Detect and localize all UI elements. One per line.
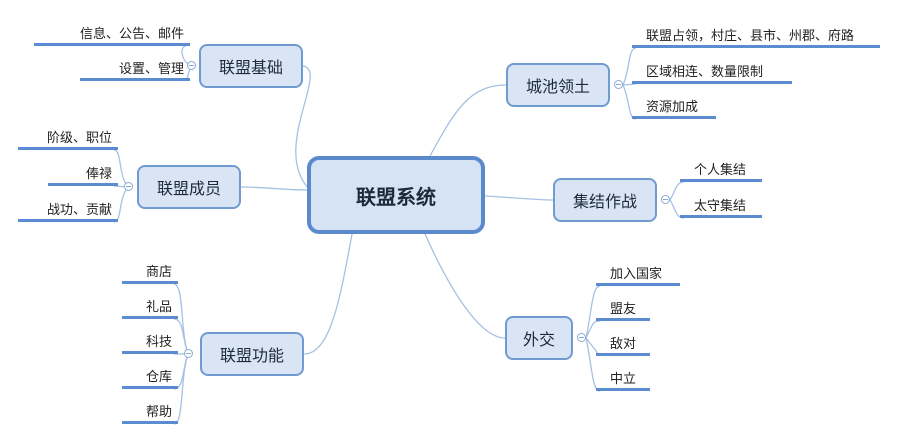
leaf-label: 资源加成 <box>646 100 699 115</box>
branch-label-functions: 联盟功能 <box>219 346 284 365</box>
leaf-label: 商店 <box>145 265 172 280</box>
leaf-rally-1[interactable]: 太守集结 <box>680 194 762 218</box>
branch-node-functions[interactable]: 联盟功能 <box>200 332 304 376</box>
collapse-toggle-icon[interactable] <box>661 195 670 204</box>
root-node[interactable]: 联盟系统 <box>307 156 485 234</box>
connector-root-to-foundation <box>295 65 311 191</box>
leaf-members-1[interactable]: 俸禄 <box>48 162 118 186</box>
leaf-functions-4[interactable]: 帮助 <box>122 400 178 424</box>
connector-rally-leaf-0 <box>669 181 685 201</box>
leaf-functions-1[interactable]: 礼品 <box>122 295 178 319</box>
branch-node-diplomacy[interactable]: 外交 <box>505 316 573 360</box>
connector-root-to-functions <box>303 233 353 355</box>
leaf-foundation-0[interactable]: 信息、公告、邮件 <box>34 22 190 46</box>
leaf-label: 信息、公告、邮件 <box>79 27 184 42</box>
leaf-label: 帮助 <box>145 405 172 420</box>
connector-root-to-territory <box>429 84 507 157</box>
branch-label-diplomacy: 外交 <box>522 330 555 349</box>
branch-node-members[interactable]: 联盟成员 <box>137 165 241 209</box>
leaf-label: 联盟占领，村庄、县市、州郡、府路 <box>646 29 855 44</box>
branch-label-territory: 城池领土 <box>525 77 590 96</box>
leaf-label: 中立 <box>610 372 637 387</box>
leaf-functions-2[interactable]: 科技 <box>122 330 178 354</box>
branch-node-territory[interactable]: 城池领土 <box>506 63 610 107</box>
leaf-label: 科技 <box>145 335 172 350</box>
leaf-diplomacy-3[interactable]: 中立 <box>596 367 650 391</box>
leaf-label: 俸禄 <box>85 167 112 182</box>
connector-root-to-members <box>240 186 308 191</box>
leaf-label: 加入国家 <box>610 267 663 282</box>
leaf-label: 战功、贡献 <box>46 203 112 218</box>
connector-root-to-rally <box>484 195 554 201</box>
branch-node-foundation[interactable]: 联盟基础 <box>199 44 303 88</box>
leaf-functions-3[interactable]: 仓库 <box>122 365 178 389</box>
leaf-rally-0[interactable]: 个人集结 <box>680 158 762 182</box>
leaf-members-0[interactable]: 阶级、职位 <box>18 126 118 150</box>
collapse-toggle-icon[interactable] <box>614 80 623 89</box>
leaf-members-2[interactable]: 战功、贡献 <box>18 198 118 222</box>
leaf-territory-0[interactable]: 联盟占领，村庄、县市、州郡、府路 <box>632 24 880 48</box>
branch-label-members: 联盟成员 <box>156 179 221 198</box>
leaf-foundation-1[interactable]: 设置、管理 <box>80 57 190 81</box>
leaf-territory-2[interactable]: 资源加成 <box>632 95 716 119</box>
collapse-toggle-icon[interactable] <box>184 349 193 358</box>
leaf-label: 仓库 <box>145 370 172 385</box>
leaf-label: 敌对 <box>610 337 637 352</box>
leaf-functions-0[interactable]: 商店 <box>122 260 178 284</box>
branch-label-foundation: 联盟基础 <box>218 58 283 77</box>
leaf-diplomacy-0[interactable]: 加入国家 <box>596 262 680 286</box>
connector-root-to-diplomacy <box>424 233 506 339</box>
connector-territory-leaf-1 <box>622 83 637 86</box>
leaf-label: 个人集结 <box>694 163 747 178</box>
collapse-toggle-icon[interactable] <box>124 182 133 191</box>
collapse-toggle-icon[interactable] <box>187 61 196 70</box>
connector-diplomacy-leaf-1 <box>585 320 601 339</box>
collapse-toggle-icon[interactable] <box>577 333 586 342</box>
connector-territory-leaf-0 <box>622 47 637 86</box>
root-label: 联盟系统 <box>356 184 436 209</box>
leaf-territory-1[interactable]: 区域相连、数量限制 <box>632 60 792 84</box>
leaf-label: 阶级、职位 <box>46 131 112 146</box>
leaf-label: 区域相连、数量限制 <box>646 65 764 80</box>
branch-node-rally[interactable]: 集结作战 <box>553 178 657 222</box>
leaf-diplomacy-2[interactable]: 敌对 <box>596 332 650 356</box>
leaf-label: 盟友 <box>610 302 637 317</box>
branch-label-rally: 集结作战 <box>572 192 637 211</box>
leaf-label: 设置、管理 <box>118 62 184 77</box>
leaf-label: 礼品 <box>145 300 172 315</box>
leaf-label: 太守集结 <box>694 199 747 214</box>
leaf-diplomacy-1[interactable]: 盟友 <box>596 297 650 321</box>
connector-diplomacy-leaf-0 <box>585 285 601 339</box>
